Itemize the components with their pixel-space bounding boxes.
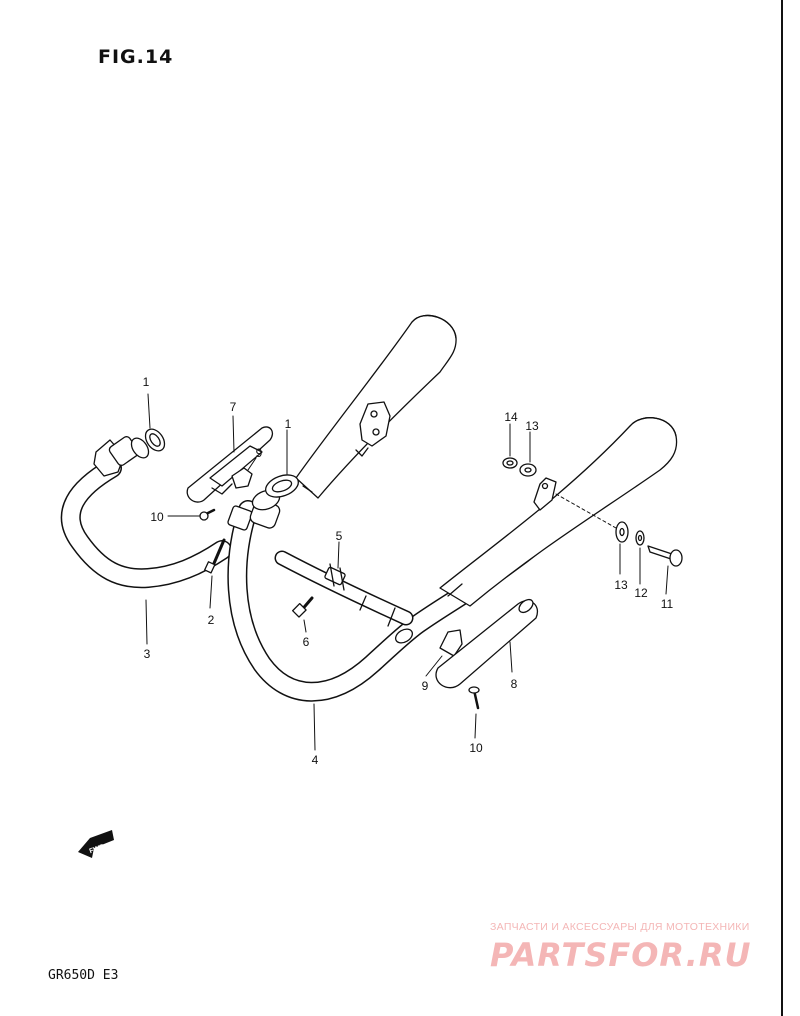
callout-10: 10 [469, 741, 483, 755]
exhaust-pipe-right-inner [228, 501, 549, 701]
muffler-bracket-lower [533, 477, 557, 511]
callout-6: 6 [303, 635, 310, 649]
callout-8: 8 [511, 677, 518, 691]
bracket-hole [372, 428, 380, 436]
callout-13: 13 [614, 578, 628, 592]
watermark-brand: PARTSFOR.RU [490, 936, 751, 974]
washer-12 [635, 530, 645, 546]
gasket-left-hole [149, 433, 161, 447]
washer-13-lower [615, 521, 629, 543]
frame-border [781, 0, 783, 1016]
callout-2: 2 [208, 613, 215, 627]
pipe-joint-ring [394, 628, 414, 644]
screw-10-upper [199, 508, 216, 521]
callout-1: 1 [285, 417, 292, 431]
exhaust-flange-left [93, 436, 150, 477]
exhaust-pipe-right [227, 500, 550, 702]
watermark-caption: ЗАПЧАСТИ И АКСЕССУАРЫ ДЛЯ МОТОТЕХНИКИ [490, 921, 750, 933]
heat-shield-8-end [518, 598, 534, 614]
gasket-right-hole [271, 479, 293, 493]
clamp-9-lower [439, 629, 463, 657]
muffler-lower [439, 417, 678, 607]
muffler-upper-seam [302, 485, 313, 493]
clamp-9-upper [231, 467, 253, 489]
exhaust-flange-right [227, 489, 281, 531]
screw-10-lower [468, 686, 480, 710]
callout-11: 11 [661, 597, 674, 611]
model-code: GR650D E3 [48, 968, 119, 983]
exhaust-pipe-left-inner [62, 459, 231, 587]
crossover-joint [387, 607, 396, 627]
callout-9: 9 [256, 446, 263, 460]
crossover-joint [359, 595, 367, 611]
callout-7: 7 [230, 400, 237, 414]
callout-13: 13 [525, 419, 539, 433]
bolt-6 [291, 596, 314, 618]
bolt-11 [647, 545, 683, 567]
callout-12: 12 [634, 586, 648, 600]
heat-shield-7-bracket [209, 445, 263, 487]
fwd-arrow: FWD [78, 830, 114, 858]
bracket-hole [370, 410, 378, 418]
washer-13-upper [519, 463, 537, 477]
watermark-logo: PARTSFOR.RU [490, 936, 751, 974]
callout-5: 5 [336, 529, 343, 543]
muffler-upper-rim [411, 314, 457, 339]
nut-14 [502, 457, 518, 469]
clamp-5 [324, 563, 346, 591]
callout-3: 3 [144, 647, 151, 661]
muffler-lower-seam [447, 583, 463, 597]
figure-title: FIG.14 [98, 46, 174, 68]
muffler-lower-rim [629, 417, 677, 437]
bolt-2 [204, 538, 226, 574]
muffler-bracket-upper [359, 401, 391, 447]
callout-group: 1 1 2 3 4 5 6 7 8 9 9 10 10 11 12 13 13 … [143, 375, 674, 767]
callout-1: 1 [143, 375, 150, 389]
heat-shield-7-tab [211, 483, 233, 495]
callout-14: 14 [504, 410, 518, 424]
callout-4: 4 [312, 753, 319, 767]
crossover-tube-inner [276, 552, 412, 624]
bracket-hole [541, 482, 549, 490]
leader-lines [145, 393, 669, 751]
callout-9: 9 [422, 679, 429, 693]
callout-10: 10 [150, 510, 164, 524]
bracket-clip [355, 447, 369, 457]
